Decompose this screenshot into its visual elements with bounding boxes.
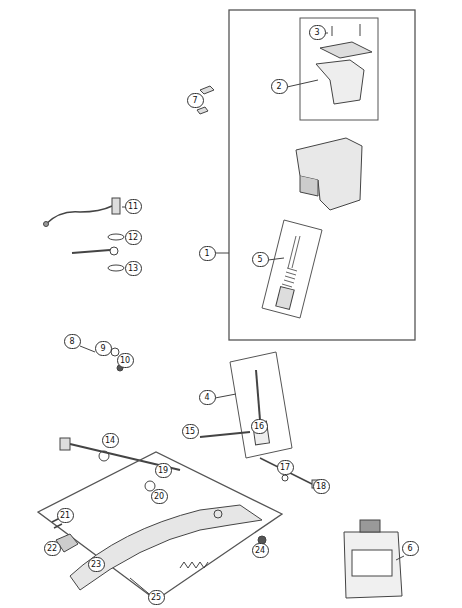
callout-number: 20 — [151, 489, 168, 504]
callout-number: 24 — [252, 543, 269, 558]
callout-number: 15 — [182, 424, 199, 439]
callout-number: 12 — [125, 230, 142, 245]
callout-number: 9 — [95, 341, 112, 356]
callout-number: 14 — [102, 433, 119, 448]
callout-number: 4 — [199, 390, 216, 405]
callout-number: 11 — [125, 199, 142, 214]
callout-number: 10 — [117, 353, 134, 368]
callout-number: 25 — [148, 590, 165, 605]
callout-number: 23 — [88, 557, 105, 572]
callout-number: 13 — [125, 261, 142, 276]
callout-number: 19 — [155, 463, 172, 478]
callout-number: 18 — [313, 479, 330, 494]
callout-number: 22 — [44, 541, 61, 556]
callout-number: 3 — [309, 25, 326, 40]
callout-number: 16 — [251, 419, 268, 434]
callout-number: 5 — [252, 252, 269, 267]
callout-number: 21 — [57, 508, 74, 523]
callout-number: 6 — [402, 541, 419, 556]
callout-number: 2 — [271, 79, 288, 94]
callout-number: 8 — [64, 334, 81, 349]
callout-number: 1 — [199, 246, 216, 261]
callout-number: 7 — [187, 93, 204, 108]
callout-number: 17 — [277, 460, 294, 475]
